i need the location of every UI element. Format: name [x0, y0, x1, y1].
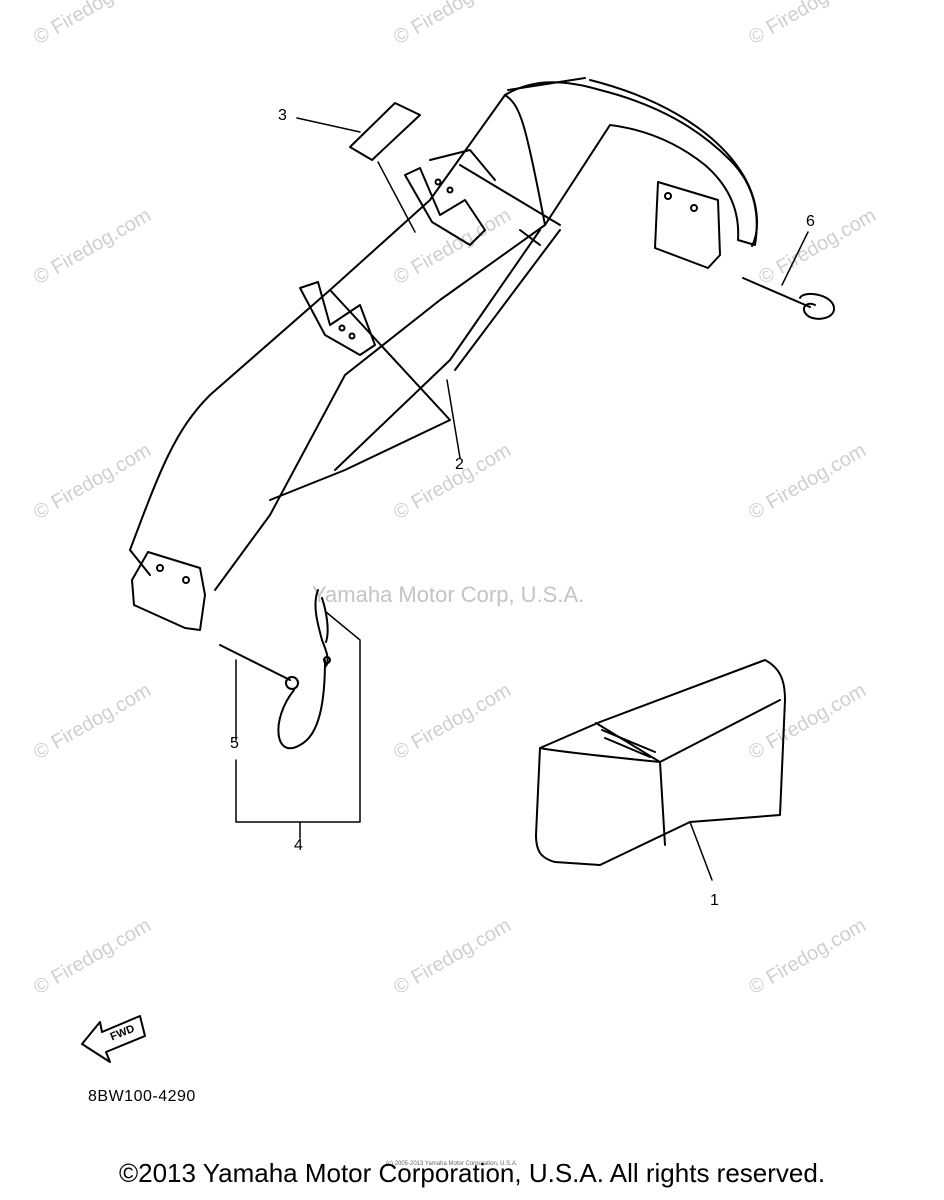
callout-2: 2: [455, 456, 464, 473]
lanyard-pin-drawing: [219, 589, 331, 750]
leader-lines: [235, 117, 809, 881]
decal-drawing: [349, 102, 421, 161]
part-code: 8BW100-4290: [88, 1088, 196, 1105]
copyright-footer: ©2013 Yamaha Motor Corporation, U.S.A. A…: [118, 1158, 826, 1188]
callout-6: 6: [806, 213, 815, 230]
fwd-arrow-drawing: [81, 1015, 146, 1063]
cover-drawing: [535, 659, 786, 866]
center-watermark: Yamaha Motor Corp, U.S.A.: [312, 582, 585, 607]
callout-3: 3: [278, 107, 287, 124]
callout-1: 1: [710, 892, 719, 909]
fender-drawing: [129, 77, 758, 631]
pin-drawing: [742, 277, 835, 320]
small-copyright: (c) 2005-2013 Yamaha Motor Corporation, …: [386, 1161, 518, 1167]
callout-5: 5: [230, 735, 239, 752]
callout-4: 4: [294, 837, 303, 854]
